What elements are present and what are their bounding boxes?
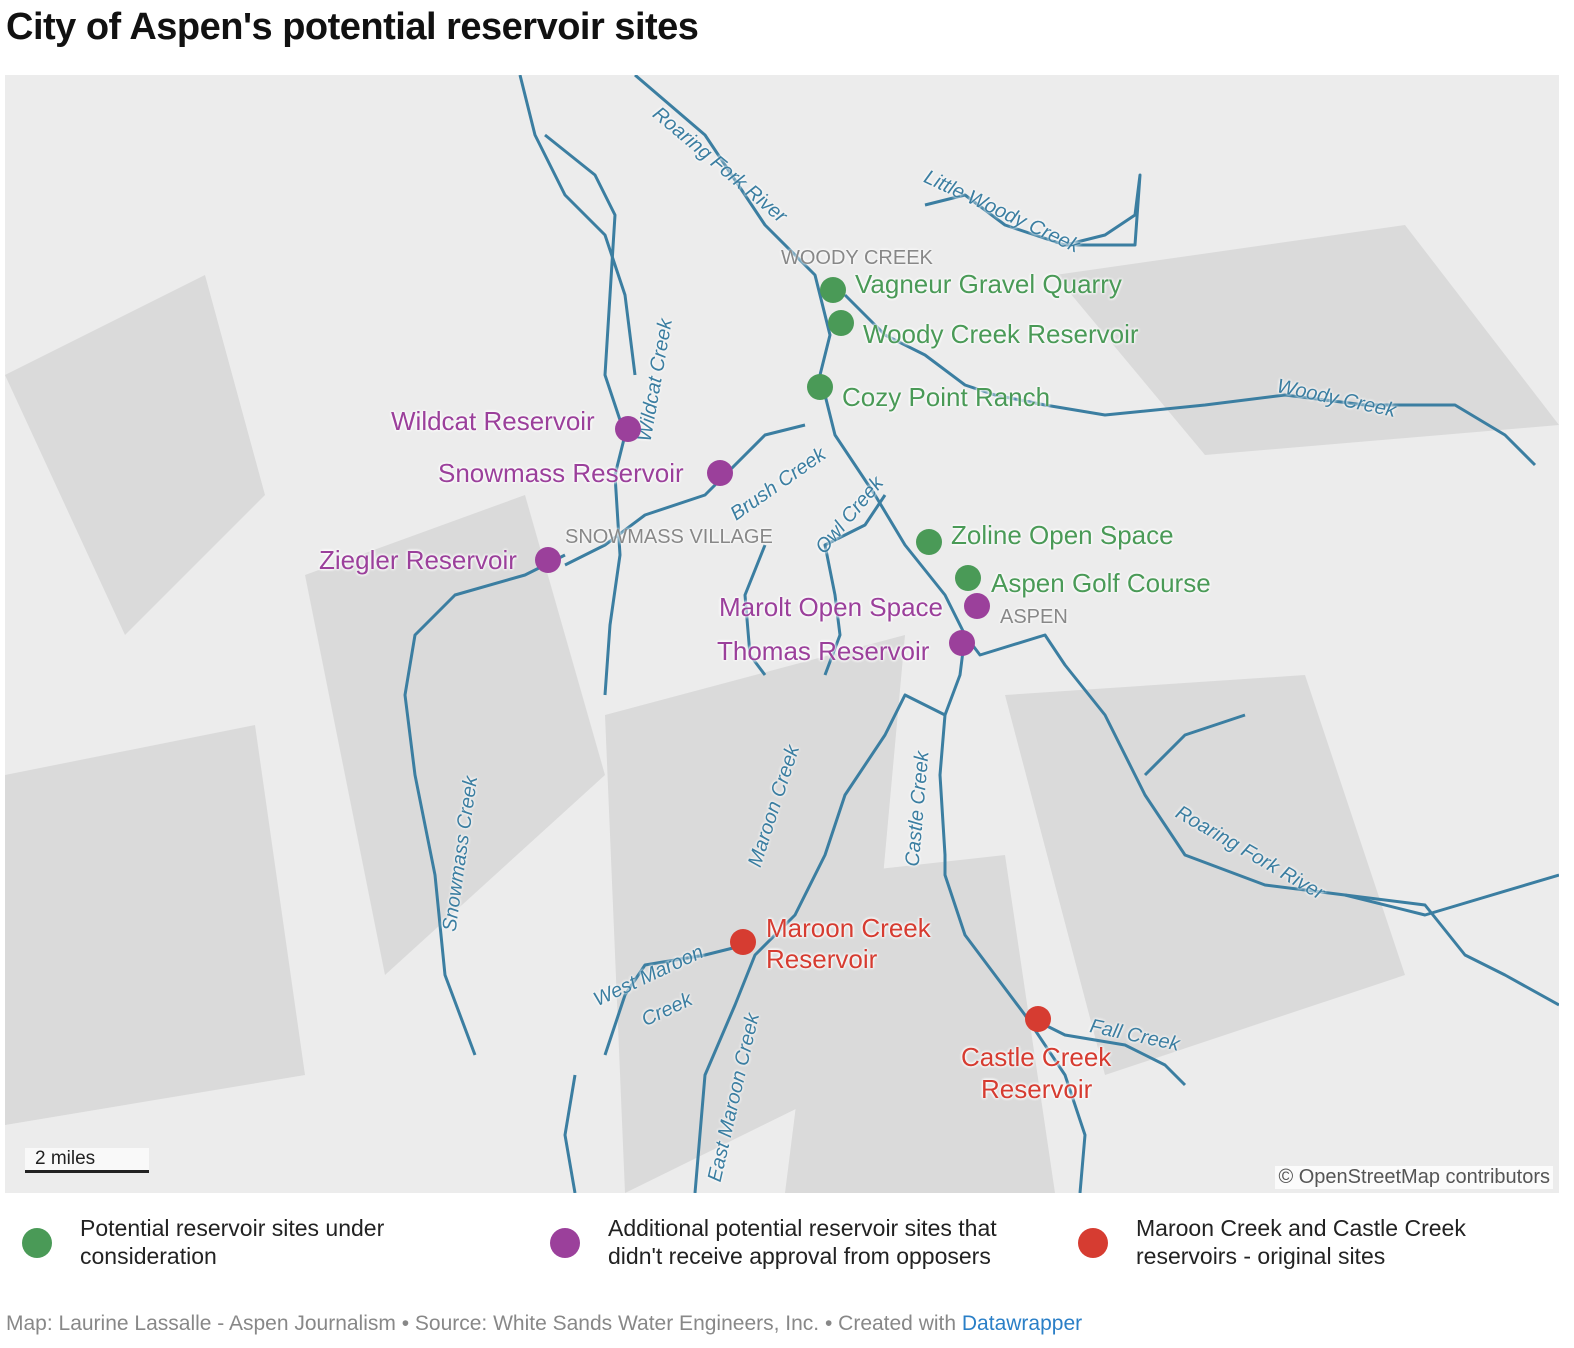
green-dot-icon (22, 1228, 52, 1258)
purple-dot-icon (550, 1228, 580, 1258)
site-label-woody-creek-reservoir: Woody Creek Reservoir (863, 319, 1139, 349)
legend-item-not-approved: Additional potential reservoir sites tha… (550, 1214, 1000, 1270)
town-label-snowmass-village: SNOWMASS VILLAGE (565, 526, 773, 548)
credits-text: Map: Laurine Lassalle - Aspen Journalism… (6, 1312, 962, 1335)
legend-item-under-consideration: Potential reservoir sites under consider… (22, 1214, 402, 1270)
map[interactable]: WOODY CREEK SNOWMASS VILLAGE ASPEN Roari… (5, 75, 1559, 1193)
terrain-shading (5, 225, 1559, 1193)
site-marker-woody-creek-reservoir[interactable] (828, 310, 854, 336)
rivers (403, 75, 1559, 1193)
site-label-castle-line1: Castle Creek (961, 1042, 1112, 1072)
site-label-maroon-line2: Reservoir (766, 944, 878, 974)
site-marker-vagneur[interactable] (820, 277, 846, 303)
site-marker-snowmass[interactable] (707, 460, 733, 486)
site-marker-cozy-point[interactable] (807, 374, 833, 400)
site-marker-ziegler[interactable] (535, 547, 561, 573)
red-dot-icon (1078, 1228, 1108, 1258)
site-marker-castle-creek[interactable] (1025, 1006, 1051, 1032)
site-label-cozy-point: Cozy Point Ranch (842, 382, 1051, 412)
legend-label: Maroon Creek and Castle Creek reservoirs… (1136, 1215, 1466, 1269)
site-label-marolt: Marolt Open Space (719, 592, 944, 622)
datawrapper-link[interactable]: Datawrapper (961, 1312, 1083, 1335)
site-marker-thomas[interactable] (949, 630, 975, 656)
site-label-vagneur: Vagneur Gravel Quarry (855, 269, 1122, 299)
site-label-snowmass: Snowmass Reservoir (438, 458, 684, 488)
site-marker-zoline[interactable] (916, 529, 942, 555)
legend-label: Potential reservoir sites under consider… (80, 1215, 385, 1269)
site-marker-wildcat[interactable] (615, 416, 641, 442)
legend-item-original-sites: Maroon Creek and Castle Creek reservoirs… (1078, 1214, 1498, 1270)
legend-label: Additional potential reservoir sites tha… (608, 1215, 997, 1269)
town-label-aspen: ASPEN (1000, 606, 1068, 628)
attribution[interactable]: © OpenStreetMap contributors (1275, 1166, 1553, 1189)
site-label-golf: Aspen Golf Course (991, 568, 1211, 598)
site-label-thomas: Thomas Reservoir (717, 636, 930, 666)
site-label-castle-line2: Reservoir (981, 1074, 1093, 1104)
site-label-ziegler: Ziegler Reservoir (319, 545, 517, 575)
scale-bar: 2 miles (25, 1148, 149, 1173)
site-label-maroon-line1: Maroon Creek (766, 913, 931, 943)
terrain-and-rivers (5, 75, 1559, 1193)
map-title: City of Aspen's potential reservoir site… (6, 6, 699, 48)
site-label-zoline: Zoline Open Space (951, 520, 1174, 550)
site-label-wildcat: Wildcat Reservoir (391, 406, 595, 436)
town-label-woody-creek: WOODY CREEK (781, 247, 933, 269)
site-marker-maroon-creek[interactable] (730, 929, 756, 955)
site-marker-marolt[interactable] (964, 593, 990, 619)
site-marker-golf[interactable] (955, 565, 981, 591)
footer-credits: Map: Laurine Lassalle - Aspen Journalism… (6, 1312, 1082, 1336)
